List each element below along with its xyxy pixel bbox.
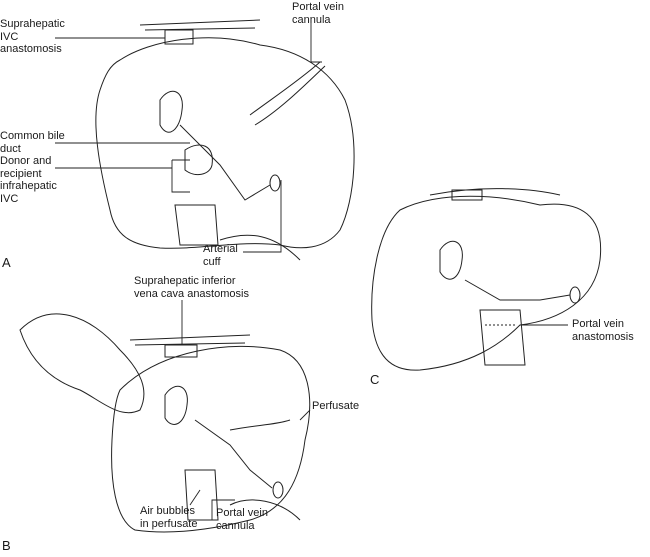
label-perfusate: Perfusate (312, 400, 360, 412)
panel-label-a: A (2, 255, 11, 270)
label-portal-vein-cannula-b: Portal vein cannula (216, 507, 268, 532)
label-suprahepatic-inferior-vena-cava: Suprahepatic inferior vena cava anastomo… (134, 275, 249, 300)
leaders-a (55, 20, 322, 345)
label-portal-vein-cannula-a: Portal vein cannula (292, 1, 344, 26)
panel-label-c: C (370, 372, 380, 387)
label-air-bubbles: Air bubbles in perfusate (140, 505, 198, 530)
label-portal-vein-anastomosis: Portal vein anastomosis (572, 318, 634, 343)
liver-a (95, 19, 355, 261)
liver-b (19, 313, 311, 533)
leaders-b (189, 409, 311, 520)
label-common-bile-duct: Common bile duct (0, 130, 65, 155)
label-infrahepatic-ivc: Donor and recipient infrahepatic IVC (0, 155, 57, 205)
label-arterial-cuff: Arterial cuff (203, 243, 238, 268)
label-suprahepatic-ivc-anastomosis: Suprahepatic IVC anastomosis (0, 18, 65, 55)
panel-label-b: B (2, 538, 11, 553)
liver-c (371, 188, 602, 371)
